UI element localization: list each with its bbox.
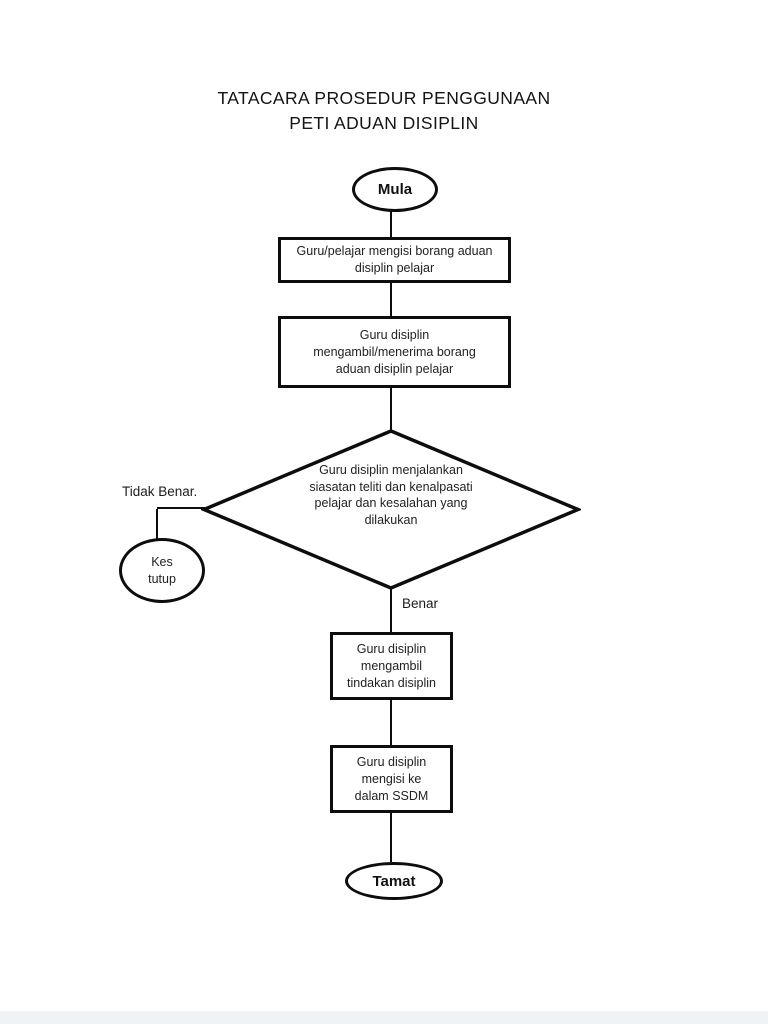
start-node-label: Mula: [377, 181, 413, 198]
process-step4-text: Guru disiplin mengisi ke dalam SSDM: [354, 754, 429, 803]
start-node: Mula: [352, 167, 438, 212]
end-node: Tamat: [345, 862, 443, 900]
decision-text: Guru disiplin menjalankan siasatan telit…: [309, 463, 473, 527]
connector-step4-end: [390, 813, 392, 862]
connector-decision-step3: [390, 589, 392, 632]
page-title: TATACARA PROSEDUR PENGGUNAAN PETI ADUAN …: [0, 86, 768, 136]
end-node-label: Tamat: [372, 872, 416, 890]
title-line-1: TATACARA PROSEDUR PENGGUNAAN: [217, 88, 551, 108]
closed-case-node: Kes tutup: [119, 538, 205, 603]
process-step3-text: Guru disiplin mengambil tindakan disipli…: [347, 641, 436, 690]
process-step1-text: Guru/pelajar mengisi borang aduan disipl…: [296, 244, 493, 275]
process-step2-text: Guru disiplin mengambil/menerima borang …: [313, 327, 476, 376]
page-bottom-edge: [0, 1011, 768, 1024]
process-step3-box: Guru disiplin mengambil tindakan disipli…: [330, 632, 453, 700]
title-line-2: PETI ADUAN DISIPLIN: [289, 113, 479, 133]
connector-start-step1: [390, 212, 392, 237]
connector-decision-no-horizontal: [157, 507, 205, 509]
connector-decision-no-vertical: [156, 509, 158, 539]
yes-branch-label: Benar: [402, 596, 439, 611]
connector-step2-decision: [390, 388, 392, 431]
no-branch-label: Tidak Benar.: [122, 484, 198, 499]
process-step2-box: Guru disiplin mengambil/menerima borang …: [278, 316, 511, 388]
decision-diamond-shape: [201, 429, 581, 590]
connector-step3-step4: [390, 700, 392, 745]
process-step4-box: Guru disiplin mengisi ke dalam SSDM: [330, 745, 453, 813]
closed-case-text: Kes tutup: [148, 554, 176, 586]
process-step1-box: Guru/pelajar mengisi borang aduan disipl…: [278, 237, 511, 283]
connector-step1-step2: [390, 283, 392, 316]
